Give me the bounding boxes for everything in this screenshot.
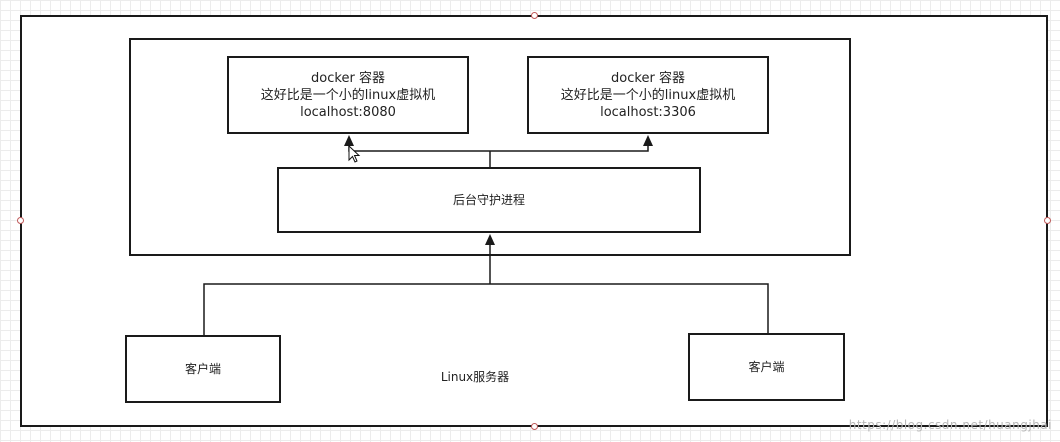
container-title: docker 容器 bbox=[311, 70, 385, 86]
client-right[interactable]: 客户端 bbox=[688, 333, 845, 401]
daemon-label: 后台守护进程 bbox=[452, 192, 525, 207]
docker-container-3306[interactable]: docker 容器 这好比是一个小的linux虚拟机 localhost:330… bbox=[527, 56, 769, 134]
container-description: 这好比是一个小的linux虚拟机 bbox=[260, 87, 436, 103]
mouse-pointer-icon bbox=[348, 145, 361, 163]
arrowhead-container-right bbox=[643, 135, 653, 146]
arrowhead-container-left bbox=[344, 135, 354, 146]
client-label: 客户端 bbox=[748, 359, 785, 374]
container-title: docker 容器 bbox=[611, 70, 685, 86]
resize-handle-right[interactable] bbox=[1044, 217, 1051, 224]
linux-server-label: Linux服务器 bbox=[440, 370, 510, 384]
connector-to-container-left bbox=[348, 145, 490, 152]
connector-client-left bbox=[203, 283, 490, 335]
resize-handle-top[interactable] bbox=[531, 12, 538, 19]
arrowhead-daemon bbox=[485, 234, 495, 245]
container-address: localhost:8080 bbox=[300, 104, 396, 120]
resize-handle-bottom[interactable] bbox=[531, 423, 538, 430]
docker-container-8080[interactable]: docker 容器 这好比是一个小的linux虚拟机 localhost:808… bbox=[227, 56, 469, 134]
client-left[interactable]: 客户端 bbox=[125, 335, 281, 403]
connector-to-container-right bbox=[490, 145, 649, 152]
connector-client-right bbox=[490, 283, 769, 333]
client-label: 客户端 bbox=[184, 361, 221, 376]
container-description: 这好比是一个小的linux虚拟机 bbox=[560, 87, 736, 103]
watermark-url: https://blog.csdn.net/huangjhai bbox=[848, 418, 1052, 432]
container-address: localhost:3306 bbox=[600, 104, 696, 120]
resize-handle-left[interactable] bbox=[17, 217, 24, 224]
background-daemon[interactable]: 后台守护进程 bbox=[277, 167, 701, 233]
